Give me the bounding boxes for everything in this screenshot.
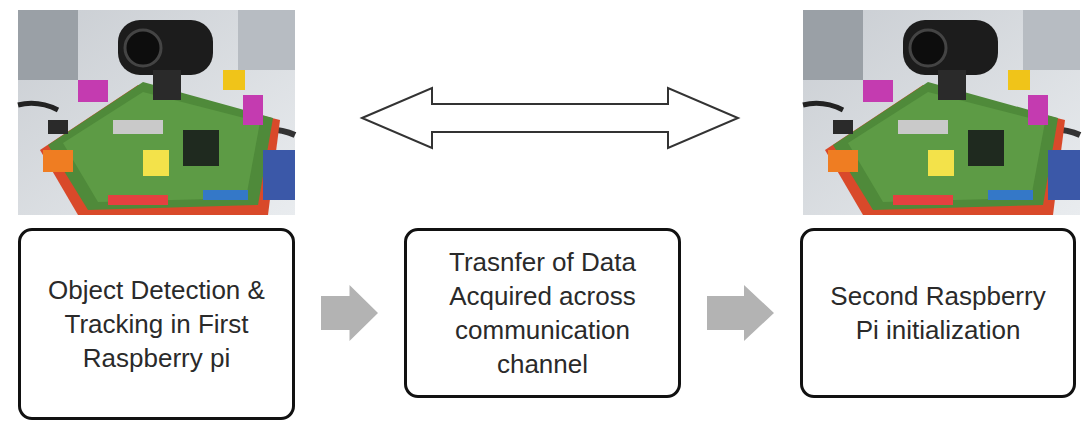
flow-arrow [321,285,378,341]
box-label: Second Raspberry Pi initialization [817,279,1059,347]
raspberry-pi-photo [18,10,295,215]
flow-arrow [707,285,774,341]
box-label: Trasnfer of Data Acquired across communi… [421,245,664,381]
process-box: Trasnfer of Data Acquired across communi… [404,228,681,398]
process-box: Second Raspberry Pi initialization [800,228,1076,398]
box-label: Object Detection & Tracking in First Ras… [35,273,278,375]
raspberry-pi-photo [803,10,1080,215]
double-arrow [362,88,738,148]
process-box: Object Detection & Tracking in First Ras… [18,228,295,420]
